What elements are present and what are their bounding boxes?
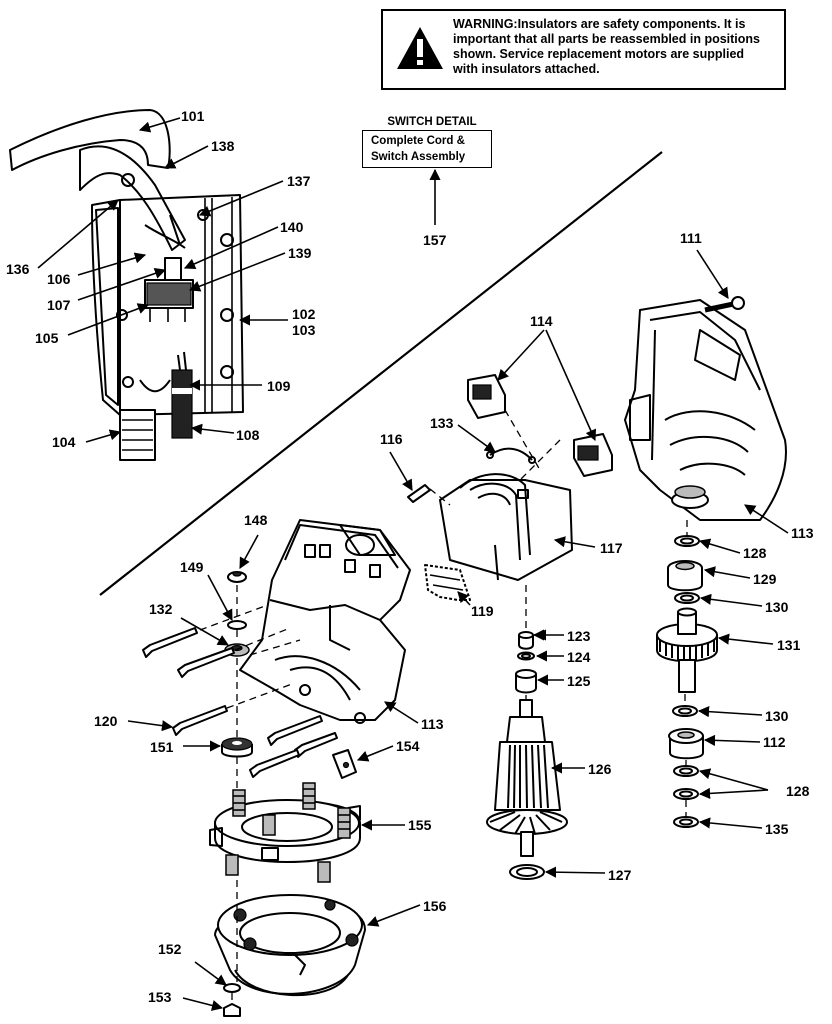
assembly-lines	[199, 409, 688, 1004]
part-label-123: 123	[567, 628, 591, 644]
part-label-132: 132	[149, 601, 173, 617]
warning-box: WARNING:Insulators are safety components…	[381, 9, 786, 90]
part-label-152: 152	[158, 941, 182, 957]
part-label-138: 138	[211, 138, 235, 154]
part-label-102: 102	[292, 306, 316, 322]
armature-stack	[486, 631, 568, 880]
part-label-157: 157	[423, 232, 447, 248]
part-label-148: 148	[244, 512, 268, 528]
part-label-106: 106	[47, 271, 71, 287]
section-divider-line	[99, 151, 663, 596]
switch-handle-assembly	[9, 109, 244, 461]
part-label-135: 135	[765, 821, 789, 837]
part-label-133: 133	[430, 415, 454, 431]
part-label-107: 107	[47, 297, 71, 313]
warning-line: shown. Service replacement motors are su…	[453, 47, 745, 61]
part-label-111: 111	[680, 230, 702, 246]
part-label-103: 103	[292, 322, 316, 338]
warning-line: WARNING:Insulators are safety components…	[453, 17, 746, 31]
part-label-127: 127	[608, 867, 632, 883]
part-label-108: 108	[236, 427, 260, 443]
warning-triangle-icon	[397, 27, 443, 69]
part-label-139: 139	[288, 245, 312, 261]
part-label-128-top: 128	[743, 545, 767, 561]
gear-stack	[656, 535, 718, 828]
part-label-125: 125	[567, 673, 591, 689]
motor-housing-right	[624, 296, 787, 521]
switch-detail-line: Complete Cord &	[371, 135, 465, 147]
part-label-153: 153	[148, 989, 172, 1005]
switch-detail-box: Complete Cord & Switch Assembly	[362, 130, 492, 168]
part-label-116: 116	[380, 431, 403, 447]
part-label-113-left: 113	[421, 716, 444, 732]
part-label-130-top: 130	[765, 599, 789, 615]
mounting-hardware	[142, 571, 357, 779]
warning-line: important that all parts be reassembled …	[453, 32, 761, 46]
part-label-114: 114	[530, 313, 553, 329]
part-label-149: 149	[180, 559, 204, 575]
part-label-140: 140	[280, 219, 304, 235]
part-label-109: 109	[267, 378, 291, 394]
field-brush-assembly	[407, 374, 613, 601]
part-label-124: 124	[567, 649, 591, 665]
part-label-119: 119	[471, 603, 494, 619]
part-label-104: 104	[52, 434, 76, 450]
part-label-154: 154	[396, 738, 420, 754]
motor-housing-left	[239, 519, 411, 724]
part-label-113-right: 113	[791, 525, 814, 541]
part-labels: 101 138 137 140 139 102 103 109 108 104 …	[6, 108, 814, 1005]
part-label-128-bottom: 128	[786, 783, 810, 799]
part-label-131: 131	[777, 637, 801, 653]
part-label-151: 151	[150, 739, 174, 755]
part-label-130-bottom: 130	[765, 708, 789, 724]
part-label-117: 117	[600, 540, 623, 556]
switch-detail-heading: SWITCH DETAIL	[387, 116, 477, 128]
part-label-101: 101	[181, 108, 205, 124]
part-label-129: 129	[753, 571, 777, 587]
part-label-112: 112	[763, 734, 786, 750]
end-plate	[209, 782, 361, 883]
part-label-126: 126	[588, 761, 612, 777]
part-label-136: 136	[6, 261, 30, 277]
warning-line: with insulators attached.	[453, 62, 600, 76]
part-label-155: 155	[408, 817, 432, 833]
end-cover	[214, 894, 366, 1017]
part-label-156: 156	[423, 898, 447, 914]
part-label-105: 105	[35, 330, 59, 346]
leader-lines	[37, 117, 789, 1011]
part-label-137: 137	[287, 173, 311, 189]
switch-detail-line: Switch Assembly	[371, 151, 466, 163]
warning-text: WARNING:Insulators are safety components…	[453, 17, 779, 77]
part-label-120: 120	[94, 713, 118, 729]
